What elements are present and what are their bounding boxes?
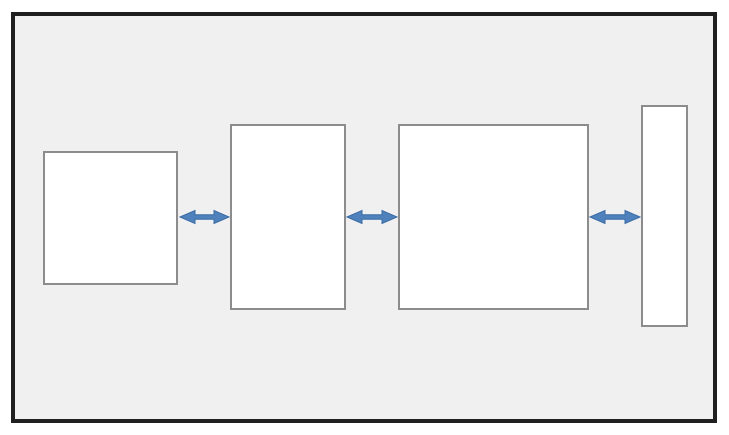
double-arrow-3-icon (588, 209, 642, 225)
double-arrow-2-icon (345, 209, 399, 225)
diagram-node-box-1 (43, 151, 178, 285)
diagram-node-box-4 (641, 105, 688, 327)
diagram-node-box-2 (230, 124, 346, 310)
double-arrow-1-icon (178, 209, 231, 225)
diagram-node-box-3 (398, 124, 589, 310)
